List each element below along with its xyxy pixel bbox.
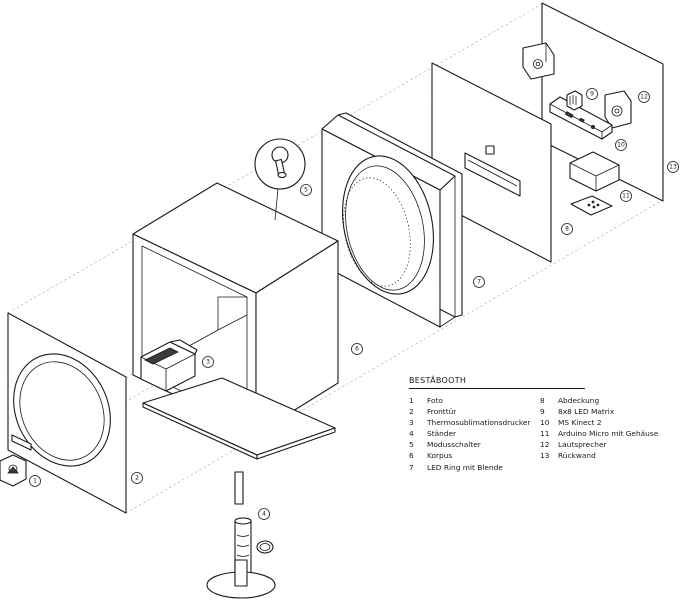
svg-text:5: 5 [304,187,308,194]
kinect-sensor-icon [549,96,613,140]
callout-2: 2 [131,472,143,484]
mode-switch-icon [254,138,306,221]
thermo-printer-icon [140,339,198,392]
callout-11: 11 [620,190,632,202]
callout-3: 3 [202,356,214,368]
svg-text:8: 8 [565,226,569,233]
speaker-icon [522,42,632,129]
svg-text:12: 12 [640,94,648,101]
svg-text:2: 2 [135,475,139,482]
callout-9: 9 [586,88,598,100]
callout-4: 4 [258,508,270,520]
svg-text:1: 1 [33,478,37,485]
svg-text:10: 10 [617,142,625,149]
callout-10: 10 [615,139,627,151]
callout-6: 6 [351,343,363,355]
callout-8: 8 [561,223,573,235]
led-matrix-icon [566,90,583,111]
callout-12: 12 [638,91,650,103]
svg-text:13: 13 [669,164,677,171]
callout-1: 1 [29,475,41,487]
arduino-case-icon [569,151,620,216]
svg-text:4: 4 [262,511,266,518]
led-ring-bezel [321,112,463,328]
svg-text:7: 7 [477,279,481,286]
svg-text:3: 3 [206,359,210,366]
stand-plate [142,377,336,460]
legend-title: BESTÄBOOTH [409,376,585,389]
stand-pole [206,471,276,599]
svg-text:9: 9 [590,91,594,98]
callout-7: 7 [473,276,485,288]
front-door [7,312,127,514]
callout-5: 5 [300,184,312,196]
svg-text:11: 11 [622,193,630,200]
callout-13: 13 [667,161,679,173]
photo-icon [0,454,27,487]
back-panel [522,2,664,216]
svg-text:6: 6 [355,346,359,353]
